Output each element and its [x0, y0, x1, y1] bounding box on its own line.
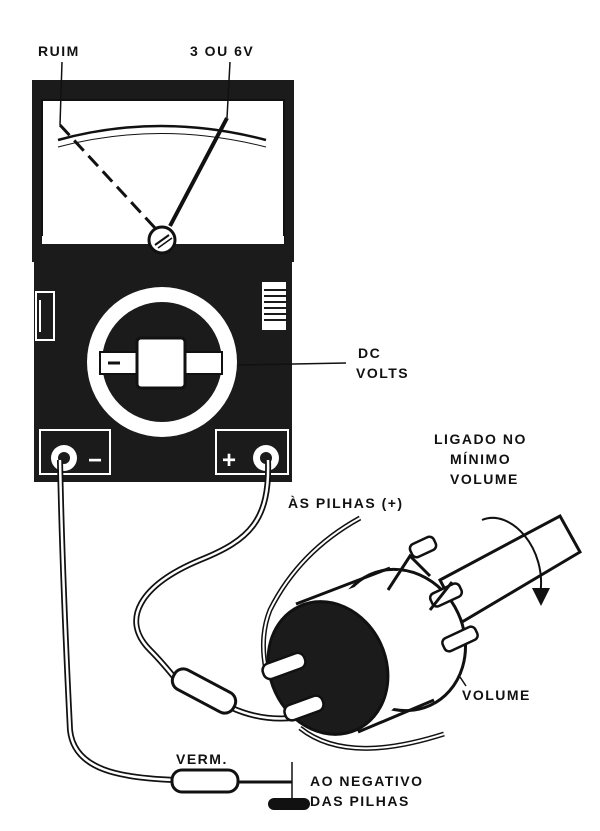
label-verm: VERM.	[176, 751, 228, 767]
label-ligado-3: VOLUME	[450, 471, 519, 487]
terminal-negative-sign: −	[88, 447, 102, 474]
label-pilhas-positivo: ÀS PILHAS (+)	[288, 495, 404, 511]
label-voltage: 3 OU 6V	[190, 43, 254, 59]
black-lead	[57, 459, 176, 783]
meter-body	[34, 260, 292, 482]
meter-scale-arc	[57, 124, 267, 142]
meter-scale-arc-inner	[57, 133, 267, 148]
label-ligado-1: LIGADO NO	[434, 431, 527, 447]
needle-ruim-dashed	[58, 123, 157, 230]
label-ligado-2: MÍNIMO	[450, 451, 511, 467]
test-leads	[57, 459, 445, 784]
meter-window	[41, 99, 285, 241]
label-volume: VOLUME	[462, 687, 531, 703]
label-ruim: RUIM	[38, 43, 80, 59]
meter-face	[32, 80, 294, 262]
pot-lug-2	[283, 694, 325, 722]
label-negativo-2: DAS PILHAS	[310, 793, 410, 809]
black-lead-probe	[170, 768, 240, 794]
label-volts: VOLTS	[356, 365, 409, 381]
red-lead	[133, 459, 272, 684]
needle-voltage	[168, 117, 229, 227]
label-negativo-1: AO NEGATIVO	[310, 773, 423, 789]
label-dc: DC	[358, 345, 381, 361]
red-lead-probe	[170, 667, 238, 715]
terminal-positive-sign: +	[222, 447, 236, 474]
terminal-box-negative	[39, 429, 111, 475]
pot-body-side	[320, 570, 450, 720]
pot-shaft	[437, 513, 583, 625]
zero-adjust-slot	[154, 234, 170, 246]
pot-lug-1	[261, 651, 307, 681]
terminal-box-positive	[215, 429, 289, 475]
battery-negative-point	[268, 798, 310, 810]
side-switch-left[interactable]	[35, 291, 55, 341]
volume-potentiometer	[261, 513, 583, 736]
selector-knob-center	[135, 336, 187, 390]
rotation-arrow	[481, 517, 543, 597]
